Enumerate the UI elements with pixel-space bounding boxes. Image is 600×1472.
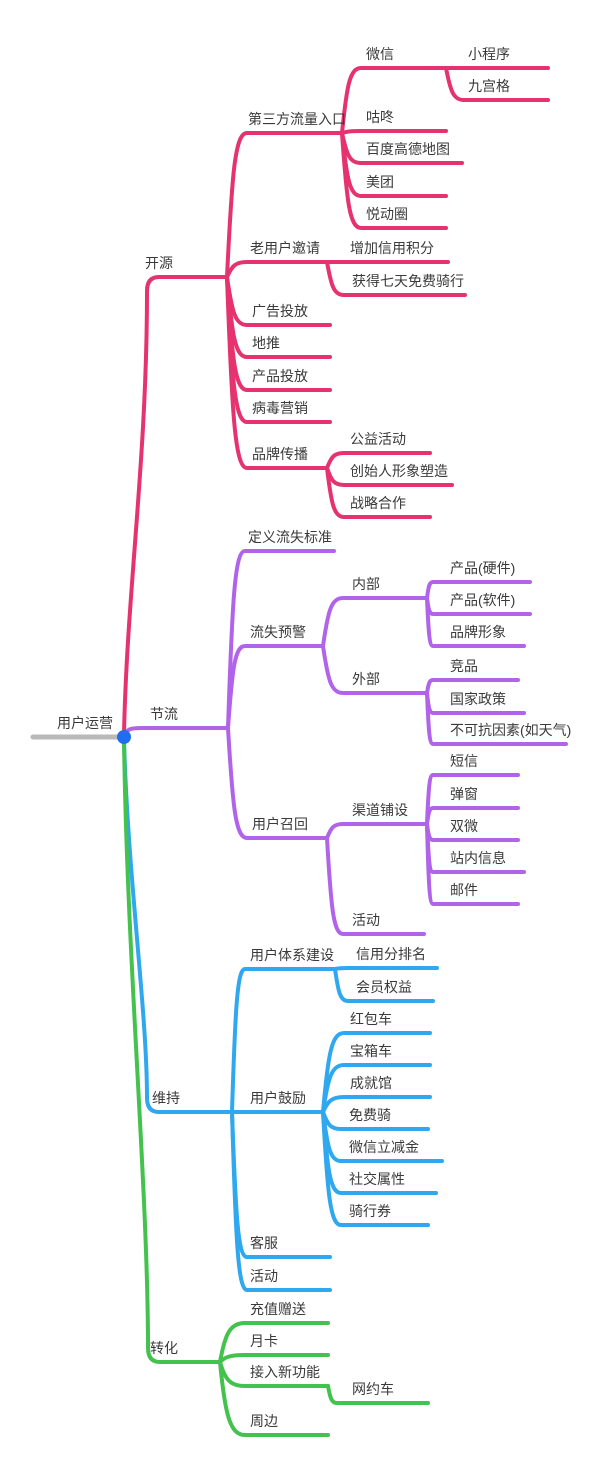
edge-zhuanhua xyxy=(122,738,222,1364)
node-ditui[interactable]: 地推 xyxy=(252,335,280,351)
node-root[interactable]: 用户运营 xyxy=(57,715,113,731)
edge-waibu xyxy=(321,644,429,695)
edge-yonghu-zhaohui xyxy=(226,726,329,840)
edge-qitian-mianfei xyxy=(325,260,467,297)
edge-qixingquan xyxy=(321,1110,430,1227)
edge-disanfang xyxy=(225,131,344,279)
edge-laoyonghu-yaoqing xyxy=(225,260,329,279)
edge-jiugongge xyxy=(444,66,550,102)
node-jieru-xingongneng[interactable]: 接入新功能 xyxy=(250,1364,320,1380)
edge-zhanlue-hezuo xyxy=(325,466,432,519)
edge-zhoubian xyxy=(218,1360,330,1437)
node-kefu[interactable]: 客服 xyxy=(250,1235,278,1251)
node-youjian[interactable]: 邮件 xyxy=(450,882,478,898)
edge-chanpin-yingjian xyxy=(425,580,532,600)
node-shejiao-shuxing[interactable]: 社交属性 xyxy=(349,1171,405,1187)
node-laoyonghu-yaoqing[interactable]: 老用户邀请 xyxy=(250,240,320,256)
node-disanfang[interactable]: 第三方流量入口 xyxy=(248,111,346,127)
edge-qudao-pushe xyxy=(325,822,429,840)
edge-neibu xyxy=(321,596,429,648)
node-pinpai-chuanbo[interactable]: 品牌传播 xyxy=(252,446,308,462)
node-qitian-mianfei[interactable]: 获得七天免费骑行 xyxy=(352,273,464,289)
node-bukekang-yinsu[interactable]: 不可抗因素(如天气) xyxy=(450,722,572,738)
node-hongbaoche[interactable]: 红包车 xyxy=(350,1011,392,1027)
node-gudong[interactable]: 咕咚 xyxy=(366,109,394,125)
node-gongyi-huodong[interactable]: 公益活动 xyxy=(350,431,406,447)
node-jiugongge[interactable]: 九宫格 xyxy=(468,78,510,94)
node-weichi[interactable]: 维持 xyxy=(152,1090,180,1106)
edge-pinpai-xingxiang xyxy=(425,596,526,648)
node-duanxin[interactable]: 短信 xyxy=(450,753,478,769)
node-dingyi-liushi[interactable]: 定义流失标准 xyxy=(248,529,332,545)
node-waibu[interactable]: 外部 xyxy=(352,671,380,687)
node-qixingquan[interactable]: 骑行券 xyxy=(349,1203,391,1219)
node-tixi-jianshe[interactable]: 用户体系建设 xyxy=(250,947,334,963)
node-zhoubian[interactable]: 周边 xyxy=(250,1413,278,1429)
edge-liushi-yujing xyxy=(226,644,325,730)
node-guanggao-toufang[interactable]: 广告投放 xyxy=(252,303,308,319)
edge-huiyuan-quanyi xyxy=(333,967,435,1003)
root-dot[interactable] xyxy=(117,730,131,744)
edge-yueka xyxy=(218,1353,330,1364)
node-jingpin[interactable]: 竞品 xyxy=(450,658,478,674)
node-pinpai-xingxiang[interactable]: 品牌形象 xyxy=(450,624,506,640)
node-yuedongquan[interactable]: 悦动圈 xyxy=(366,206,408,222)
edge-chengjiuguan xyxy=(321,1095,432,1114)
node-zhanlue-hezuo[interactable]: 战略合作 xyxy=(350,495,406,511)
node-bingdu-yingxiao[interactable]: 病毒营销 xyxy=(252,400,308,416)
edge-yuedongquan xyxy=(340,131,448,230)
node-huodong-weichi[interactable]: 活动 xyxy=(250,1268,278,1284)
node-yonghu-zhaohui[interactable]: 用户召回 xyxy=(252,816,308,832)
node-chanpin-yingjian[interactable]: 产品(硬件) xyxy=(450,560,516,576)
node-shuangwei[interactable]: 双微 xyxy=(450,818,478,834)
node-weixin-lijianjin[interactable]: 微信立减金 xyxy=(349,1139,419,1155)
node-qudao-pushe[interactable]: 渠道铺设 xyxy=(352,802,408,818)
edge-kaiyuan xyxy=(122,275,229,736)
node-zengjia-xinyong[interactable]: 增加信用积分 xyxy=(350,240,434,256)
edge-baoxiangche xyxy=(321,1063,432,1114)
edge-weixin xyxy=(340,66,448,135)
node-guojia-zhengce[interactable]: 国家政策 xyxy=(450,691,506,707)
node-zhuanhua[interactable]: 转化 xyxy=(150,1340,178,1356)
node-zhannei-xinxi[interactable]: 站内信息 xyxy=(450,850,506,866)
node-chongzhi-zengsong[interactable]: 充值赠送 xyxy=(250,1301,306,1317)
node-xiaochengxu[interactable]: 小程序 xyxy=(468,46,510,62)
edge-jingpin xyxy=(425,678,520,695)
edge-dingyi-liushi xyxy=(226,549,336,730)
node-meituan[interactable]: 美团 xyxy=(366,174,394,190)
edge-weichi xyxy=(122,738,234,1114)
edge-chongzhi-zengsong xyxy=(218,1321,330,1364)
edge-wangyueche xyxy=(326,1384,430,1405)
node-chuangshiren-xingxiang[interactable]: 创始人形象塑造 xyxy=(350,463,448,479)
node-tanchuang[interactable]: 弹窗 xyxy=(450,786,478,802)
node-yueka[interactable]: 月卡 xyxy=(250,1333,278,1349)
edge-bukekang-yinsu xyxy=(425,691,568,746)
node-chanpin-ruanjian[interactable]: 产品(软件) xyxy=(450,592,516,608)
node-jieliu[interactable]: 节流 xyxy=(150,706,178,722)
node-mianfeiqi[interactable]: 免费骑 xyxy=(349,1107,391,1123)
edge-huodong-zhaohui xyxy=(325,836,426,936)
node-kaiyuan[interactable]: 开源 xyxy=(145,255,173,271)
edge-gongyi-huodong xyxy=(325,451,432,470)
edge-youjian xyxy=(425,822,520,906)
node-yonghu-guli[interactable]: 用户鼓励 xyxy=(250,1090,306,1106)
node-huodong-zhaohui[interactable]: 活动 xyxy=(352,912,380,928)
node-xinyongfen-paiming[interactable]: 信用分排名 xyxy=(356,946,426,962)
node-wangyueche[interactable]: 网约车 xyxy=(352,1381,394,1397)
node-baoxiangche[interactable]: 宝箱车 xyxy=(350,1043,392,1059)
node-neibu[interactable]: 内部 xyxy=(352,576,380,592)
node-chanpin-toufang[interactable]: 产品投放 xyxy=(252,368,308,384)
node-huiyuan-quanyi[interactable]: 会员权益 xyxy=(356,979,412,995)
node-weixin[interactable]: 微信 xyxy=(366,46,394,62)
node-chengjiuguan[interactable]: 成就馆 xyxy=(350,1075,392,1091)
edge-tixi-jianshe xyxy=(230,967,337,1114)
edge-pinpai-chuanbo xyxy=(225,275,329,470)
edge-tanchuang xyxy=(425,806,520,826)
edge-huodong-weichi xyxy=(230,1110,332,1292)
node-liushi-yujing[interactable]: 流失预警 xyxy=(250,624,306,640)
node-baidu-gaode[interactable]: 百度高德地图 xyxy=(366,141,450,157)
